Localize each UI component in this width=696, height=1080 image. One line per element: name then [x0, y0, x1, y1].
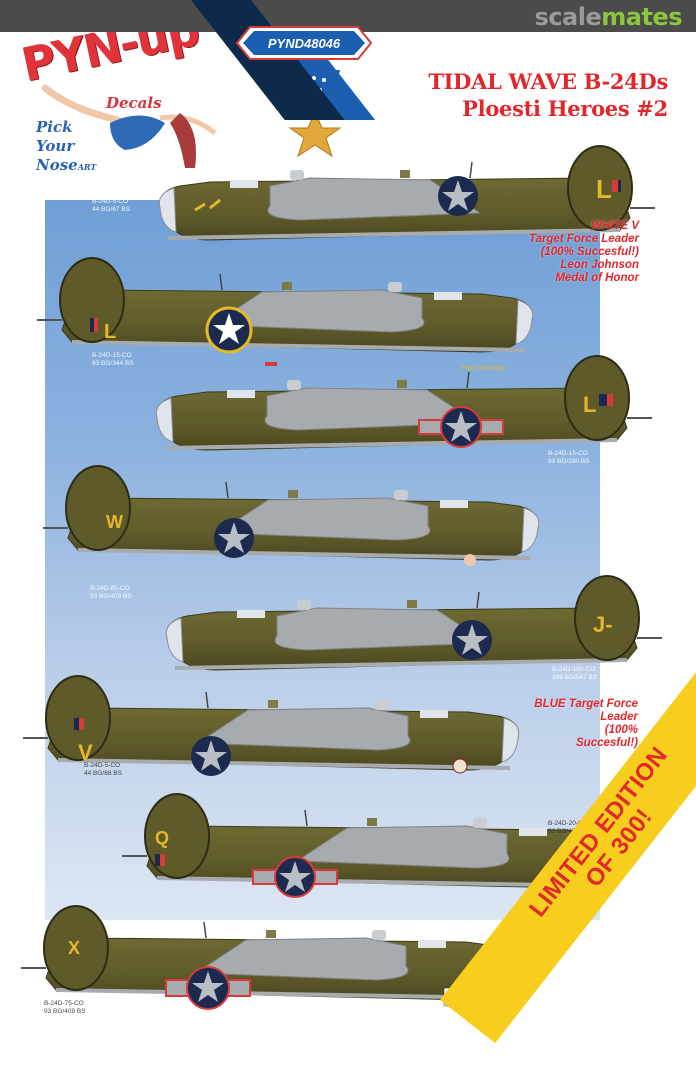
svg-text:L: L [596, 174, 612, 204]
aircraft-6-serial: B-24D-5-CO 44 BG/68 BS [84, 762, 122, 778]
pyn-up-logo: PYN-up Decals Pick Your NoseART [17, 2, 206, 174]
badge-hexagon-icon [235, 26, 373, 60]
aircraft-4-serial: B-24D-85-CO 93 BG/409 BS [90, 585, 132, 601]
brand-sub: Decals [106, 94, 162, 112]
aircraft-1: L [148, 140, 668, 255]
brand-part-1: scale [534, 3, 602, 31]
aircraft-4-illustration: W [36, 460, 556, 566]
pinup-girl-illustration [41, 84, 217, 168]
tagline-line-2: Your [36, 137, 75, 155]
product-code-badge: PYND48046 [235, 26, 373, 60]
serial-line-2: 93 BG/409 BS [90, 593, 132, 600]
serial-line-2: 93 BG/409 BS [548, 828, 590, 835]
aircraft-3: L [145, 350, 665, 475]
brand-part-2: mates [601, 3, 682, 31]
note-line: Leon Johnson [560, 259, 639, 271]
serial-line-1: B-24D-160-CO [552, 666, 596, 673]
svg-text:Q: Q [155, 828, 169, 848]
page-title: TIDAL WAVE B-24Ds Ploesti Heroes #2 [428, 68, 668, 122]
serial-line-2: 44 BG/68 BS [84, 770, 122, 777]
title-line-2: Ploesti Heroes #2 [462, 96, 668, 121]
aircraft-3-serial: B-24D-15-CO 93 BG/330 BS [548, 450, 590, 466]
aircraft-5-serial: B-24D-160-CO 389 BG/567 BS [552, 666, 597, 682]
serial-line-2: 93 BG/409 BS [44, 1008, 86, 1015]
aircraft-1-note: WHITE V Target Force Leader (100% Succes… [529, 220, 639, 285]
svg-text:L: L [104, 321, 116, 343]
aircraft-7-serial: B-24D-20-CO 93 BG/409 BS [548, 820, 590, 836]
note-line: WHITE V [591, 220, 639, 232]
note-line: (100% [604, 724, 638, 736]
aircraft-2-serial: B-24D-15-CO 93 BG/344 BS [92, 352, 134, 368]
aircraft-7-illustration: Q [115, 788, 635, 898]
serial-line-1: B-24D-5-CO [92, 198, 129, 205]
serial-line-1: B-24D-15-CO [92, 352, 132, 359]
aircraft-2-illustration: L Hail Columbia [30, 252, 550, 372]
aircraft-7: Q [115, 788, 635, 913]
svg-text:Hail Columbia: Hail Columbia [462, 365, 506, 372]
aircraft-8-serial: B-24D-75-CO 93 BG/409 BS [44, 1000, 86, 1016]
aircraft-1-illustration: L [157, 144, 658, 242]
svg-text:L: L [583, 392, 596, 417]
serial-line-1: B-24D-75-CO [44, 1000, 84, 1007]
aircraft-2: L Hail Columbia [30, 252, 550, 377]
serial-line-2: 389 BG/567 BS [552, 674, 598, 681]
aircraft-6: V [16, 670, 536, 795]
aircraft-3-illustration: L [154, 354, 655, 452]
aircraft-5-illustration: J- [164, 574, 665, 672]
svg-text:X: X [68, 938, 80, 958]
aircraft-1-serial: B-24D-5-CO 44 BG/67 BS [92, 198, 130, 214]
note-line: Medal of Honor [555, 272, 639, 284]
tagline: Pick Your NoseART [36, 118, 96, 177]
serial-line-1: B-24D-20-CO [548, 820, 588, 827]
aircraft-6-note: BLUE Target Force Leader (100% Succesful… [534, 698, 638, 750]
aircraft-5: J- [155, 570, 675, 695]
svg-text:W: W [106, 512, 123, 532]
serial-line-1: B-24D-5-CO [84, 762, 121, 769]
scalemates-logo[interactable]: scalemates [534, 3, 683, 31]
aircraft-8-illustration: X [14, 900, 534, 1010]
aircraft-8: X [14, 900, 534, 1025]
aircraft-4: W [36, 460, 556, 585]
note-line: Target Force Leader [528, 233, 639, 245]
serial-line-2: 44 BG/67 BS [92, 206, 130, 213]
serial-line-2: 93 BG/344 BS [92, 360, 134, 367]
note-line: (100% Succesful!) [540, 246, 639, 258]
tagline-suffix: ART [77, 162, 97, 172]
note-line: Leader [600, 711, 638, 723]
svg-text:V: V [78, 740, 93, 765]
serial-line-1: B-24D-15-CO [548, 450, 588, 457]
svg-text:J-: J- [593, 612, 613, 637]
note-line: BLUE Target Force [534, 698, 638, 710]
tagline-line-3: Nose [36, 156, 78, 174]
aircraft-6-illustration: V [16, 670, 536, 776]
product-code: PYND48046 [267, 35, 341, 51]
title-line-1: TIDAL WAVE B-24Ds [428, 69, 668, 94]
serial-line-1: B-24D-85-CO [90, 585, 130, 592]
serial-line-2: 93 BG/330 BS [548, 458, 590, 465]
tagline-line-1: Pick [36, 118, 73, 136]
note-line: Succesful!) [576, 737, 638, 749]
